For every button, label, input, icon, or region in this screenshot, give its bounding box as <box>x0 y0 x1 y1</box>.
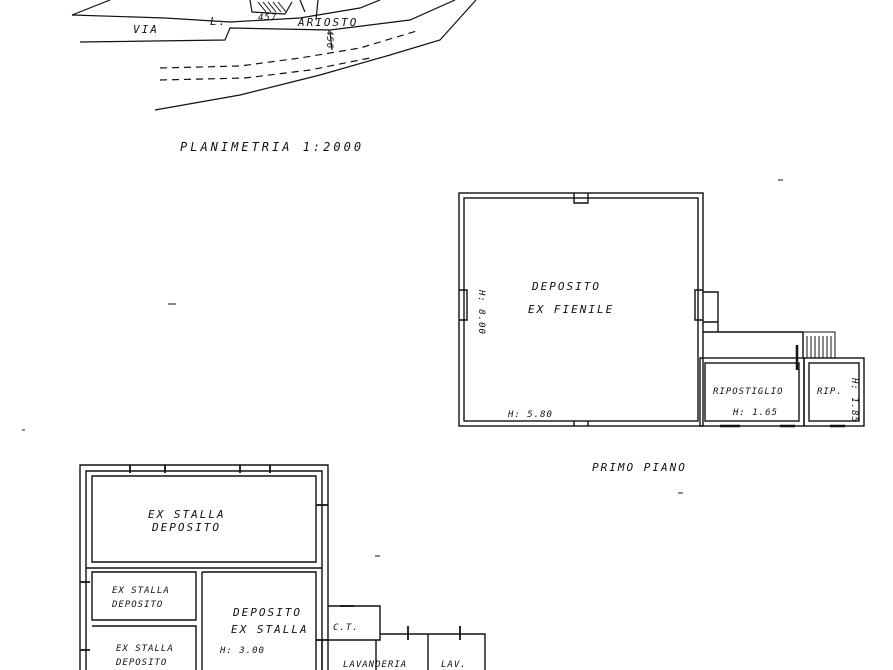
ripostiglio-inner-wall <box>704 362 800 422</box>
mid-left-label-line2: DEPOSITO <box>112 600 164 610</box>
top-room-wall <box>91 475 317 563</box>
low-left-label-line1: EX STALLA <box>116 644 174 654</box>
street-label-ariosto: ARIOSTO <box>298 16 359 29</box>
stair-treads <box>803 331 836 358</box>
fienile-label-line1: DEPOSITO <box>532 280 601 293</box>
ground-floor-plan <box>79 464 486 670</box>
stair-landing <box>703 291 804 358</box>
openings-ground <box>80 465 461 651</box>
ground-inner-wall <box>85 470 323 670</box>
fienile-label-line2: EX FIENILE <box>528 303 615 316</box>
dashed-path-2 <box>159 57 371 81</box>
site-plan-caption: PLANIMETRIA 1:2000 <box>180 140 365 154</box>
stray-marks <box>22 179 783 557</box>
top-room-label-line2: DEPOSITO <box>152 521 221 534</box>
street-label-l: L. <box>210 15 228 28</box>
road-edge-lower <box>79 0 456 43</box>
ground-outer-wall <box>79 464 329 670</box>
mid-left-label-line1: EX STALLA <box>112 586 170 596</box>
center-room-label-line1: DEPOSITO <box>233 606 302 619</box>
parcel-number-a: 457 <box>258 13 278 23</box>
dashed-path-1 <box>159 29 421 69</box>
hatch-lines <box>257 1 287 13</box>
top-room-label-line1: EX STALLA <box>148 508 226 521</box>
parcel-line <box>299 0 333 51</box>
ripostiglio-height: H: 1.65 <box>733 408 778 418</box>
rip-label: RIP. <box>817 387 843 397</box>
low-left-label-line2: DEPOSITO <box>116 658 168 668</box>
center-room-label-line2: EX STALLA <box>231 623 309 636</box>
building-footprint <box>249 0 293 15</box>
first-floor-caption: PRIMO PIANO <box>592 461 687 474</box>
center-room-height: H: 3.00 <box>220 646 265 656</box>
parcel-number-b: 456 <box>324 30 334 50</box>
mid-left-room <box>91 571 197 621</box>
ripostiglio-label: RIPOSTIGLIO <box>713 387 784 397</box>
small-laundry-label: LAV. <box>441 660 467 670</box>
fienile-openings <box>459 193 703 426</box>
road-edge-upper <box>71 0 381 23</box>
fienile-height-bottom: H: 5.80 <box>508 410 553 420</box>
street-label-via: VIA <box>133 23 159 36</box>
low-left-room <box>92 625 197 670</box>
boundary-line <box>154 0 477 111</box>
fienile-outer-wall <box>458 192 704 427</box>
site-plan-map <box>71 0 477 111</box>
laundry-label: LAVANDERIA <box>343 660 408 670</box>
fienile-inner-wall <box>463 197 699 422</box>
laundry-wall <box>321 633 486 670</box>
center-room <box>201 571 317 670</box>
ct-room-label: C.T. <box>333 623 359 633</box>
rip-height: H: 1.85 <box>849 378 859 423</box>
fienile-height-side: H: 8.00 <box>476 290 486 335</box>
rip-inner-wall <box>808 362 860 422</box>
door-marks-first <box>720 345 845 428</box>
first-floor-plan <box>458 192 865 428</box>
